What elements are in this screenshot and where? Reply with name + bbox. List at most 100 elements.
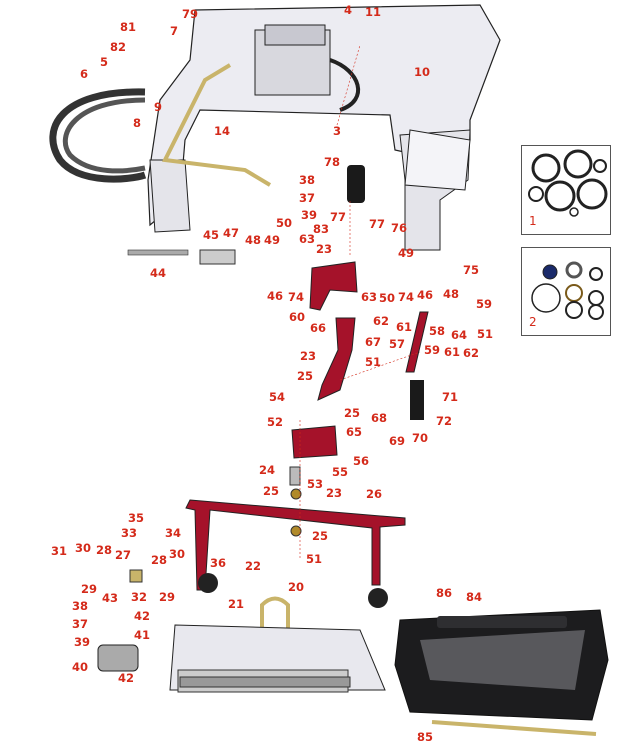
- frame-left-leg: [149, 159, 191, 233]
- callout-label: 56: [352, 454, 370, 468]
- callout-label: 9: [153, 100, 163, 114]
- callout-label: 44: [149, 266, 167, 280]
- snap-ring: [588, 290, 604, 306]
- callout-label: 50: [275, 216, 293, 230]
- callout-label: 31: [50, 544, 68, 558]
- callout-label: 78: [323, 155, 341, 169]
- callout-label: 49: [263, 233, 281, 247]
- callout-label: 25: [311, 529, 329, 543]
- spacer: [289, 466, 301, 486]
- main-frame: [147, 4, 501, 227]
- snap-ring: [589, 267, 603, 281]
- callout-label: 71: [441, 390, 459, 404]
- pivot-yoke: [291, 425, 338, 459]
- callout-label: 74: [287, 290, 305, 304]
- callout-label: 75: [462, 263, 480, 277]
- callout-label: 59: [423, 343, 441, 357]
- callout-label: 43: [101, 591, 119, 605]
- callout-label: 86: [435, 586, 453, 600]
- callout-label: 74: [397, 290, 415, 304]
- callout-label: 54: [268, 390, 286, 404]
- callout-label: 57: [388, 337, 406, 351]
- kit-number: 2: [529, 315, 537, 329]
- roller-wheel: [368, 588, 388, 608]
- callout-label: 37: [71, 617, 89, 631]
- callout-label: 76: [390, 221, 408, 235]
- seal: [542, 264, 558, 280]
- callout-label: 38: [71, 599, 89, 613]
- callout-label: 66: [309, 321, 327, 335]
- o-ring: [576, 178, 608, 210]
- callout-label: 59: [475, 297, 493, 311]
- callout-label: 29: [80, 582, 98, 596]
- lift-arm-lower: [317, 317, 356, 401]
- callout-label: 14: [213, 124, 231, 138]
- callout-label: 41: [133, 628, 151, 642]
- callout-label: 23: [315, 242, 333, 256]
- o-ring: [593, 159, 607, 173]
- callout-label: 26: [365, 487, 383, 501]
- lift-cylinder: [347, 165, 365, 203]
- hydraulic-hose-2: [62, 97, 146, 174]
- callout-label: 24: [258, 463, 276, 477]
- callout-label: 30: [74, 541, 92, 555]
- callout-label: 25: [343, 406, 361, 420]
- callout-label: 22: [244, 559, 262, 573]
- snap-ring: [588, 304, 604, 320]
- callout-label: 63: [298, 232, 316, 246]
- motor-fitting: [129, 569, 143, 583]
- callout-label: 64: [450, 328, 468, 342]
- callout-label: 45: [202, 228, 220, 242]
- callout-label: 32: [130, 590, 148, 604]
- o-ring-set-icon: [528, 149, 608, 217]
- valve-block-top: [264, 24, 326, 46]
- hydraulic-hose: [49, 88, 147, 183]
- o-ring: [569, 207, 579, 217]
- callout-label: 72: [435, 414, 453, 428]
- callout-label: 39: [300, 208, 318, 222]
- callout-label: 51: [305, 552, 323, 566]
- o-ring: [531, 283, 561, 313]
- catcher-highlight: [420, 630, 585, 690]
- callout-label: 62: [372, 314, 390, 328]
- callout-label: 65: [345, 425, 363, 439]
- callout-label: 28: [95, 543, 113, 557]
- callout-label: 37: [298, 191, 316, 205]
- callout-label: 21: [227, 597, 245, 611]
- callout-label: 84: [465, 590, 483, 604]
- callout-label: 11: [364, 5, 382, 19]
- callout-label: 68: [370, 411, 388, 425]
- callout-label: 67: [364, 335, 382, 349]
- callout-label: 58: [428, 324, 446, 338]
- callout-label: 5: [99, 55, 109, 69]
- callout-label: 3: [332, 124, 342, 138]
- callout-label: 46: [416, 288, 434, 302]
- callout-label: 38: [298, 173, 316, 187]
- callout-label: 77: [329, 210, 347, 224]
- o-ring: [544, 180, 576, 212]
- callout-label: 77: [368, 217, 386, 231]
- leader-lines: [299, 44, 421, 560]
- bushing: [290, 525, 302, 537]
- callout-label: 10: [413, 65, 431, 79]
- carrier-frame: [185, 499, 406, 591]
- kit-box-2: 2: [521, 247, 611, 336]
- callout-label: 42: [117, 671, 135, 685]
- o-ring: [563, 149, 593, 179]
- callout-label: 49: [397, 246, 415, 260]
- callout-label: 33: [120, 526, 138, 540]
- callout-label: 20: [287, 580, 305, 594]
- bushing: [290, 488, 302, 500]
- callout-label: 79: [181, 7, 199, 21]
- callout-label: 25: [262, 484, 280, 498]
- callout-label: 23: [299, 349, 317, 363]
- leader-line: [336, 44, 361, 126]
- callout-label: 35: [127, 511, 145, 525]
- callout-label: 70: [411, 431, 429, 445]
- roller-wheel: [198, 573, 218, 593]
- right-deck-plate: [404, 129, 471, 191]
- callout-label: 63: [360, 290, 378, 304]
- snap-ring: [565, 301, 583, 319]
- callout-label: 27: [114, 548, 132, 562]
